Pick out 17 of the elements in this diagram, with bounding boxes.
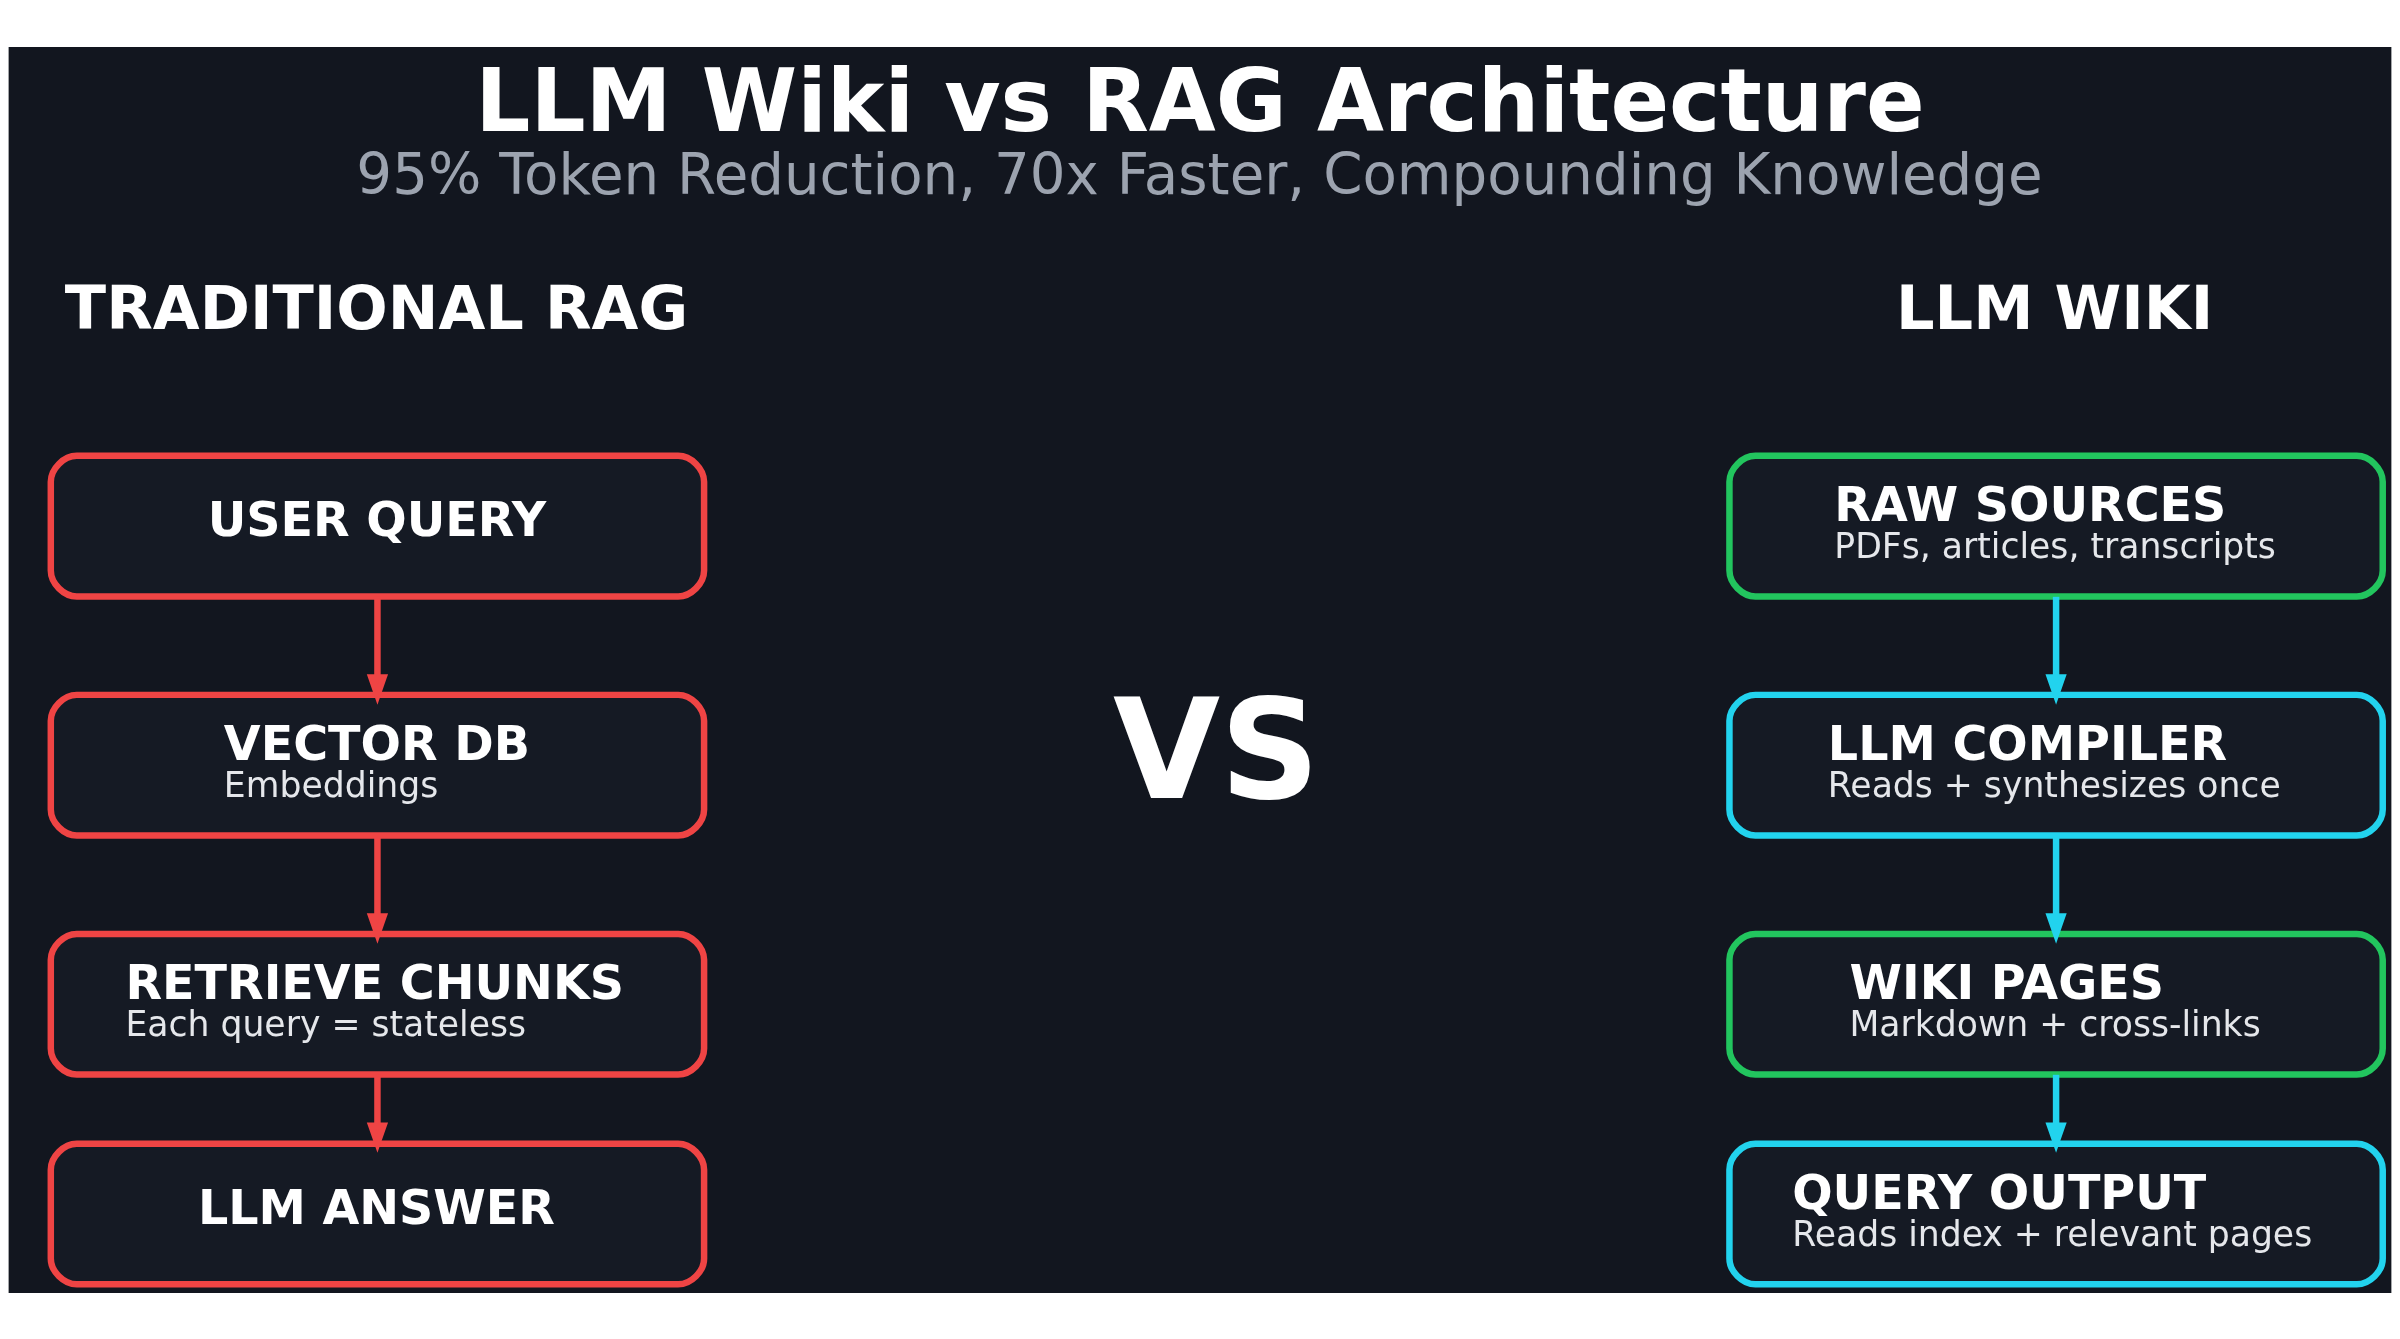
arrow: [2045, 1074, 2067, 1153]
node-box: RETRIEVE CHUNKS Each query = stateless: [47, 930, 708, 1078]
node-box: VECTOR DB Embeddings: [47, 691, 708, 839]
node-box: QUERY OUTPUT Reads index + relevant pages: [1726, 1140, 2386, 1288]
arrow: [366, 835, 389, 944]
node-box: WIKI PAGES Markdown + cross-links: [1726, 930, 2386, 1078]
arrow: [2045, 596, 2067, 705]
arrow: [366, 596, 389, 705]
label: LLM WIKI: [1896, 272, 2214, 343]
node-box: LLM COMPILER Reads + synthesizes once: [1726, 691, 2386, 839]
arrow: [2045, 835, 2067, 944]
node-box: RAW SOURCES PDFs, articles, transcripts: [1726, 452, 2386, 600]
node-box: USER QUERY: [47, 452, 708, 600]
node-box: LLM ANSWER: [47, 1140, 708, 1288]
label: TRADITIONAL RAG: [64, 272, 689, 343]
label: VS: [1112, 668, 1320, 831]
arrow: [366, 1074, 389, 1153]
